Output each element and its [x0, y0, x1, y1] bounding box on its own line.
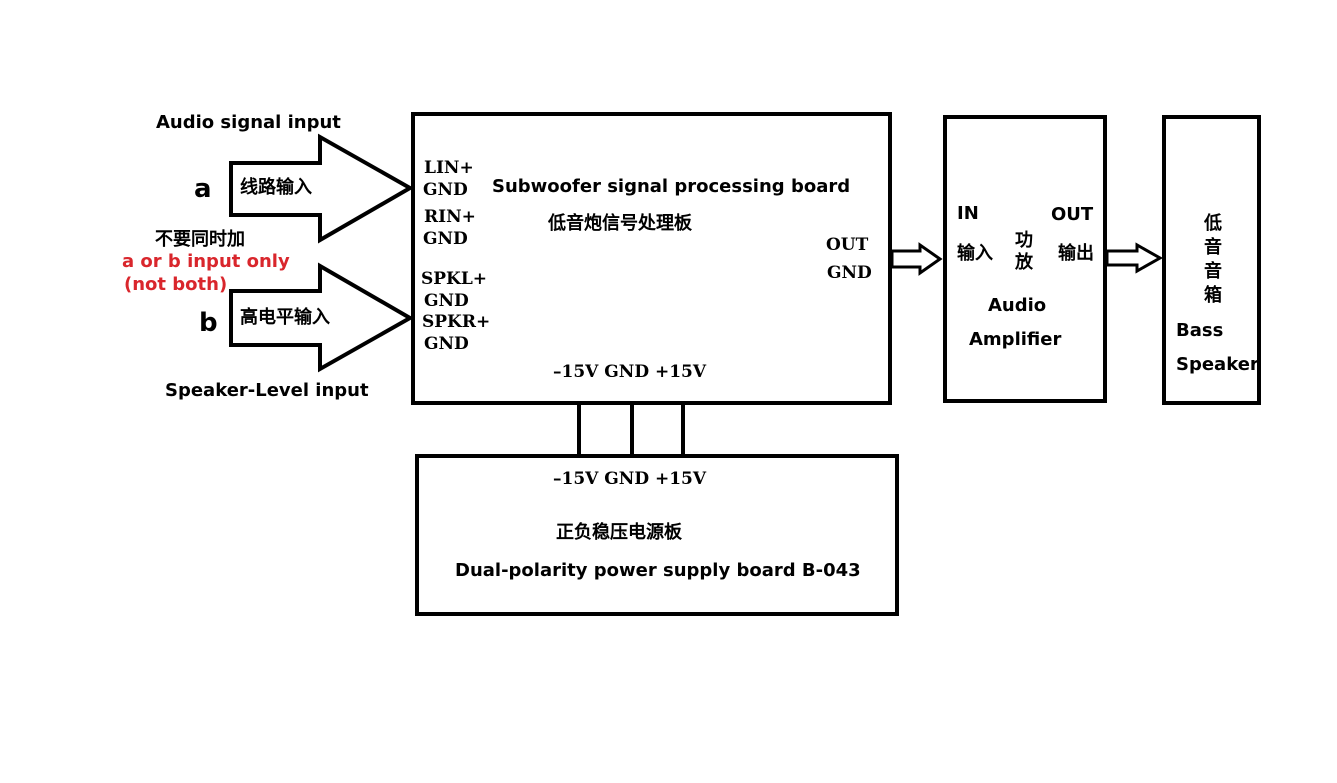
connector-arrow-amp-to-speaker — [1105, 242, 1164, 274]
pin-lin-plus: LIN+ — [424, 158, 474, 178]
pin-spkr-plus: SPKR+ — [422, 312, 491, 332]
amp-in-label: IN — [957, 203, 979, 224]
input-a-letter: a — [194, 174, 212, 204]
warning-line-2: (not both) — [124, 274, 228, 295]
amp-out-cn: 输出 — [1058, 243, 1094, 264]
speaker-name-cn: 低音音箱 — [1201, 213, 1222, 309]
amp-out-label: OUT — [1051, 204, 1094, 225]
amplifier-box — [943, 115, 1107, 403]
speaker-box — [1162, 115, 1261, 405]
processing-board-title-cn: 低音炮信号处理板 — [548, 213, 692, 234]
not-simultaneous-label: 不要同时加 — [155, 229, 245, 250]
input-arrow-b — [229, 262, 415, 373]
power-board-box — [415, 454, 899, 616]
processing-board-box — [411, 112, 892, 405]
processing-board-title-en: Subwoofer signal processing board — [492, 176, 851, 197]
pin-gnd-3: GND — [424, 291, 469, 311]
power-board-title-cn: 正负稳压电源板 — [556, 522, 682, 543]
warning-line-1: a or b input only — [122, 251, 290, 272]
power-board-title-en: Dual-polarity power supply board B-043 — [455, 560, 861, 581]
amp-name-line1: Audio — [988, 295, 1047, 316]
power-board-pins: –15V GND +15V — [553, 469, 707, 489]
speaker-name-line1: Bass — [1176, 320, 1224, 341]
pin-gnd-1: GND — [423, 180, 468, 200]
amp-name-line2: Amplifier — [969, 329, 1062, 350]
pin-rin-plus: RIN+ — [424, 207, 476, 227]
pin-spkl-plus: SPKL+ — [421, 269, 488, 289]
board-out-gnd: GND — [827, 263, 872, 283]
input-arrow-a — [229, 133, 415, 244]
speaker-level-input-label: Speaker-Level input — [165, 380, 369, 401]
connector-arrow-board-to-amp — [890, 242, 943, 276]
input-a-text: 线路输入 — [240, 177, 312, 198]
input-b-text: 高电平输入 — [240, 307, 330, 328]
pin-gnd-4: GND — [424, 334, 469, 354]
input-b-letter: b — [199, 308, 218, 338]
board-power-pins: –15V GND +15V — [553, 362, 707, 382]
audio-signal-input-label: Audio signal input — [156, 112, 341, 133]
speaker-name-line2: Speaker — [1176, 354, 1259, 375]
amp-in-cn: 输入 — [957, 243, 993, 264]
amp-function-cn: 功放 — [1012, 230, 1033, 274]
pin-gnd-2: GND — [423, 229, 468, 249]
board-out-label: OUT — [826, 235, 869, 255]
